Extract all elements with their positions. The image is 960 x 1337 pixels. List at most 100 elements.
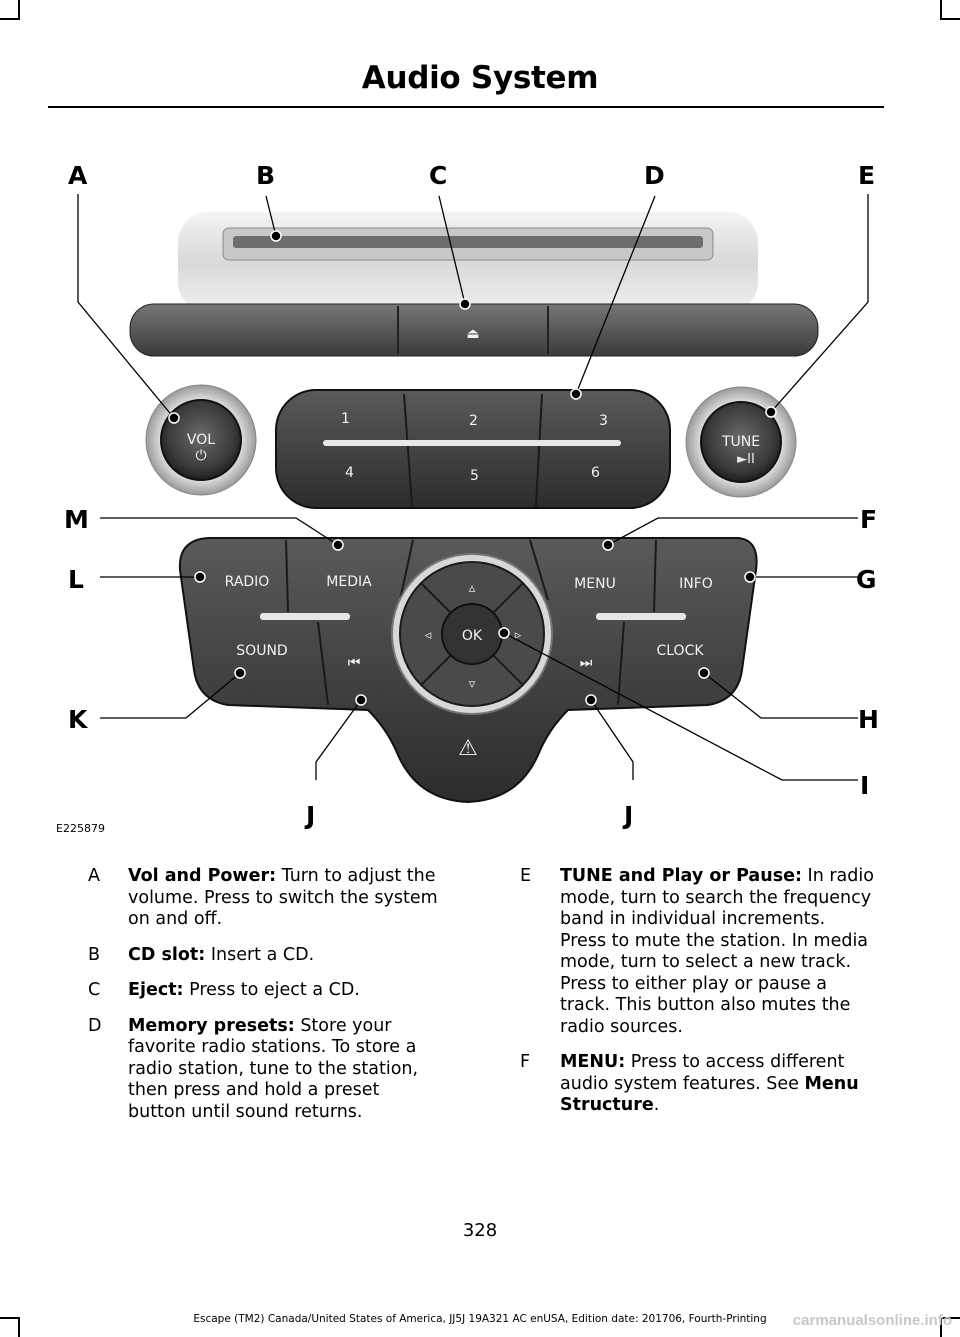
hazard-icon[interactable]: ⚠	[458, 736, 478, 761]
description-item: F MENU: Press to access different audio …	[520, 1052, 876, 1117]
preset-5-button[interactable]: 5	[470, 468, 479, 484]
tune-knob[interactable]	[700, 401, 782, 483]
item-term: CD slot:	[128, 944, 206, 965]
item-text: Press to access different audio system f…	[560, 1052, 845, 1094]
crop-mark	[940, 18, 960, 20]
description-item: A Vol and Power: Turn to adjust the volu…	[88, 866, 438, 931]
cluster-strip-left	[260, 613, 350, 620]
item-suffix: .	[653, 1095, 660, 1115]
tune-knob-label: TUNE	[721, 434, 760, 450]
callout-g: G	[856, 565, 877, 594]
menu-button[interactable]: MENU	[574, 576, 616, 592]
item-text: Press to eject a CD.	[183, 980, 360, 1000]
item-body: CD slot: Insert a CD.	[128, 945, 438, 967]
crop-mark	[0, 18, 20, 20]
watermark: carmanualsonline.info	[792, 1312, 952, 1329]
cluster-divider	[317, 621, 329, 706]
item-body: Vol and Power: Turn to adjust the volume…	[128, 866, 438, 931]
nav-left-icon[interactable]: ◃	[425, 628, 432, 643]
preset-3-button[interactable]: 3	[599, 413, 608, 429]
cd-slot-opening	[233, 236, 703, 248]
title-divider	[48, 106, 884, 108]
item-body: TUNE and Play or Pause: In radio mode, t…	[560, 866, 876, 1038]
description-item: C Eject: Press to eject a CD.	[88, 980, 438, 1002]
figure-id: E225879	[56, 822, 105, 835]
callout-d: D	[644, 161, 665, 190]
callout-b: B	[256, 161, 275, 190]
item-term: Vol and Power:	[128, 866, 277, 886]
audio-unit-diagram: ⏏ VOL ⏻ TUNE ►II 1 2 3 4 5 6 RADIO MEDIA…	[48, 140, 888, 840]
play-pause-icon: ►II	[737, 452, 755, 467]
callout-h: H	[858, 705, 879, 734]
cluster-divider	[399, 539, 414, 601]
edition-footer: Escape (TM2) Canada/United States of Ame…	[193, 1313, 767, 1325]
preset-block	[275, 389, 671, 509]
seek-back-icon[interactable]: ⏮	[348, 655, 361, 671]
item-letter: F	[520, 1052, 531, 1072]
callout-l: L	[68, 565, 84, 594]
item-term: Eject:	[128, 980, 184, 1000]
item-letter: A	[88, 866, 100, 886]
callout-j-right: J	[622, 801, 633, 830]
crop-mark	[940, 1317, 942, 1337]
leader-dots	[168, 230, 777, 706]
volume-knob[interactable]	[160, 399, 242, 481]
preset-divider	[535, 393, 543, 507]
callout-f: F	[860, 505, 877, 534]
preset-4-button[interactable]: 4	[345, 465, 354, 481]
description-item: B CD slot: Insert a CD.	[88, 945, 438, 967]
cluster-strip-right	[596, 613, 686, 620]
description-column-left: A Vol and Power: Turn to adjust the volu…	[88, 866, 438, 1137]
callout-c: C	[429, 161, 447, 190]
item-term: MENU:	[560, 1052, 626, 1072]
media-button[interactable]: MEDIA	[326, 574, 372, 590]
description-item: D Memory presets: Store your favorite ra…	[88, 1016, 438, 1124]
callout-j-left: J	[304, 801, 315, 830]
item-text: Store your favorite radio stations. To s…	[128, 1015, 419, 1122]
eject-icon[interactable]: ⏏	[466, 326, 479, 342]
page-number: 328	[462, 1220, 498, 1241]
item-body: Memory presets: Store your favorite radi…	[128, 1016, 438, 1124]
preset-divider-strip	[323, 440, 621, 446]
volume-knob-label: VOL	[187, 432, 215, 448]
item-text: Turn to adjust the volume. Press to swit…	[128, 866, 438, 929]
nav-up-icon[interactable]: ▵	[469, 581, 476, 596]
nav-right-icon[interactable]: ▹	[515, 628, 522, 643]
top-button-bar	[129, 303, 819, 357]
cluster-divider	[617, 621, 625, 706]
ok-button-label: OK	[462, 628, 483, 644]
crop-mark	[940, 1317, 960, 1319]
callout-m: M	[64, 505, 89, 534]
description-column-right: E TUNE and Play or Pause: In radio mode,…	[520, 866, 876, 1131]
clock-button[interactable]: CLOCK	[656, 643, 704, 659]
page-title: Audio System	[361, 60, 599, 96]
preset-divider	[403, 393, 413, 507]
item-letter: B	[88, 944, 101, 965]
crop-mark	[940, 0, 942, 20]
item-letter: E	[520, 866, 532, 886]
item-body: Eject: Press to eject a CD.	[128, 980, 438, 1002]
info-button[interactable]: INFO	[679, 576, 713, 592]
preset-2-button[interactable]: 2	[469, 413, 478, 429]
leader-lines	[77, 194, 869, 781]
preset-6-button[interactable]: 6	[591, 465, 600, 481]
cluster-divider	[529, 539, 549, 601]
cluster-divider	[653, 539, 657, 613]
radio-button[interactable]: RADIO	[225, 574, 270, 590]
item-letter: C	[88, 980, 101, 1000]
seek-forward-icon[interactable]: ⏭	[580, 655, 593, 671]
callout-i: I	[860, 771, 869, 800]
item-letter: D	[88, 1015, 102, 1036]
item-text: Insert a CD.	[205, 944, 315, 965]
crop-mark	[0, 1317, 20, 1319]
callout-e: E	[858, 161, 875, 190]
menu-structure-link[interactable]: Menu Structure	[560, 1073, 859, 1116]
sound-button[interactable]: SOUND	[236, 643, 287, 659]
preset-1-button[interactable]: 1	[341, 411, 350, 427]
item-text: In radio mode, turn to search the freque…	[560, 866, 874, 1037]
power-icon: ⏻	[195, 448, 206, 464]
item-body: MENU: Press to access different audio sy…	[560, 1052, 876, 1117]
description-item: E TUNE and Play or Pause: In radio mode,…	[520, 866, 876, 1038]
nav-down-icon[interactable]: ▿	[469, 677, 476, 692]
item-term: TUNE and Play or Pause:	[560, 866, 802, 886]
